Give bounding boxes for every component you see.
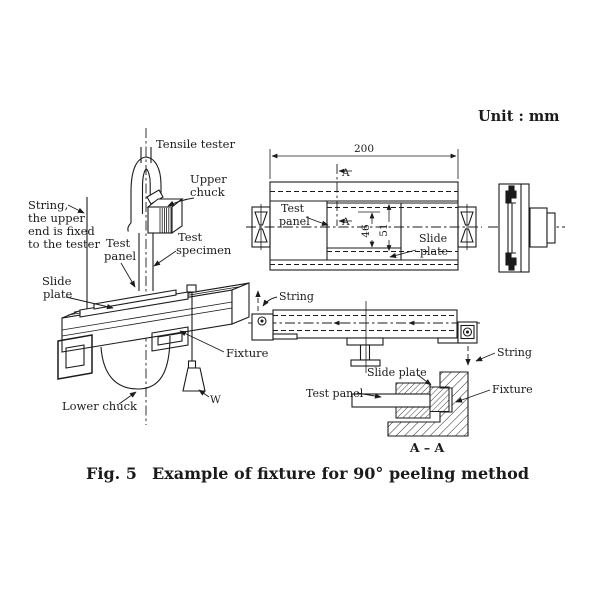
- label-string-note-3: end is fixed: [28, 224, 95, 238]
- top-label-slide-plate-2: plate: [420, 245, 448, 258]
- end-view: [488, 183, 565, 273]
- string-right-leader: [475, 352, 496, 362]
- label-lower-chuck: Lower chuck: [62, 399, 138, 413]
- string-note-leader: [67, 204, 85, 214]
- pulley-left: [251, 204, 271, 250]
- test-panel-leader: [120, 262, 136, 288]
- label-slide-plate-2: plate: [43, 287, 73, 301]
- side-left-end-block: [251, 313, 298, 341]
- section-label-slide-plate: Slide plate: [367, 366, 427, 379]
- pulley-right: [457, 204, 477, 250]
- top-test-panel-leader: [305, 216, 329, 226]
- end-view-channel: [505, 185, 517, 271]
- section-label-test-panel: Test panel: [306, 387, 364, 400]
- label-string-note-2: the upper: [28, 211, 85, 225]
- side-hanger-bracket: [346, 301, 384, 373]
- dim-51-text: 51: [378, 223, 390, 236]
- top-slide-plate-leader: [389, 249, 417, 259]
- side-view: String String: [248, 290, 532, 373]
- fixture-leader: [179, 330, 225, 353]
- dim-46: 46: [358, 211, 380, 248]
- upper-chuck-leader: [167, 197, 195, 207]
- label-tensile-tester: Tensile tester: [156, 137, 235, 151]
- test-specimen-leader: [153, 250, 177, 267]
- test-specimen-strip: [138, 233, 154, 291]
- string-stud: [186, 284, 197, 293]
- figure-caption-number: Fig. 5: [86, 464, 137, 483]
- section-view: Slide plate Test panel Fixture A – A: [306, 366, 533, 455]
- lower-chuck-leader: [118, 391, 137, 405]
- dim-46-text: 46: [360, 224, 372, 238]
- side-view-bar: [272, 309, 458, 339]
- weight-assembly: [182, 292, 206, 392]
- clamp-serrations: [159, 208, 172, 233]
- label-test-panel-2: panel: [104, 249, 136, 263]
- top-view: 200 A A 46 51 Test panel Slide plate: [246, 143, 482, 271]
- dim-200: 200: [269, 143, 459, 179]
- left-end-bracket: [57, 334, 93, 380]
- label-test-specimen-2: specimen: [176, 243, 232, 257]
- section-mark-a-bottom: A: [341, 216, 350, 228]
- center-bracket: [151, 326, 189, 352]
- section-test-panel-leader: [356, 392, 382, 399]
- label-slide-plate-1: Slide: [42, 274, 72, 288]
- end-view-shaft: [546, 212, 556, 244]
- section-title: A – A: [409, 440, 445, 455]
- weight-cone: [182, 367, 206, 392]
- string-left-leader: [262, 296, 278, 307]
- dim-51: 51: [378, 203, 392, 252]
- weight-leader: [198, 389, 210, 398]
- label-fixture: Fixture: [226, 346, 269, 360]
- side-label-string-right: String: [497, 346, 532, 359]
- dim-200-text: 200: [354, 143, 374, 155]
- section-fixture-leader: [455, 389, 491, 403]
- tester-rod: [140, 147, 152, 163]
- slide-plate-leader: [65, 296, 114, 310]
- top-view-body: [269, 181, 459, 271]
- upper-chuck-clamp: [146, 189, 184, 235]
- label-test-panel-1: Test: [106, 236, 130, 250]
- top-label-test-panel-1: Test: [281, 202, 305, 215]
- label-weight: W: [210, 394, 221, 406]
- side-label-string-left: String: [279, 290, 314, 303]
- top-label-test-panel-2: panel: [279, 215, 310, 228]
- section-slide-hook: [429, 386, 450, 412]
- label-upper-chuck-2: chuck: [190, 185, 226, 199]
- section-slide-plate-leader: [417, 374, 432, 386]
- label-test-specimen-1: Test: [178, 230, 202, 244]
- section-label-fixture: Fixture: [492, 383, 533, 396]
- section-slide-bottom-arm: [395, 406, 431, 419]
- upper-chuck-eye-bolt: [127, 156, 162, 232]
- label-string-note-4: to the tester: [28, 237, 100, 251]
- figure-caption-text: Example of fixture for 90° peeling metho…: [152, 464, 529, 483]
- section-test-panel: [351, 393, 431, 408]
- end-view-flange: [498, 183, 530, 273]
- isometric-view: Tensile tester Upper chuck String, the u…: [28, 128, 269, 425]
- weight-knob: [187, 360, 197, 369]
- lower-chuck-dome: [100, 335, 171, 390]
- section-slide-top-arm: [395, 382, 431, 395]
- top-label-slide-plate-1: Slide: [419, 232, 447, 245]
- unit-label: Unit : mm: [478, 108, 560, 125]
- section-a-marks: A A: [336, 164, 352, 228]
- label-upper-chuck-1: Upper: [190, 172, 227, 186]
- test-panel-plate: [93, 289, 177, 310]
- side-right-end-block: [437, 321, 478, 344]
- end-view-hub: [529, 207, 548, 248]
- section-mark-a-top: A: [341, 167, 350, 179]
- label-string-note-1: String,: [28, 198, 68, 212]
